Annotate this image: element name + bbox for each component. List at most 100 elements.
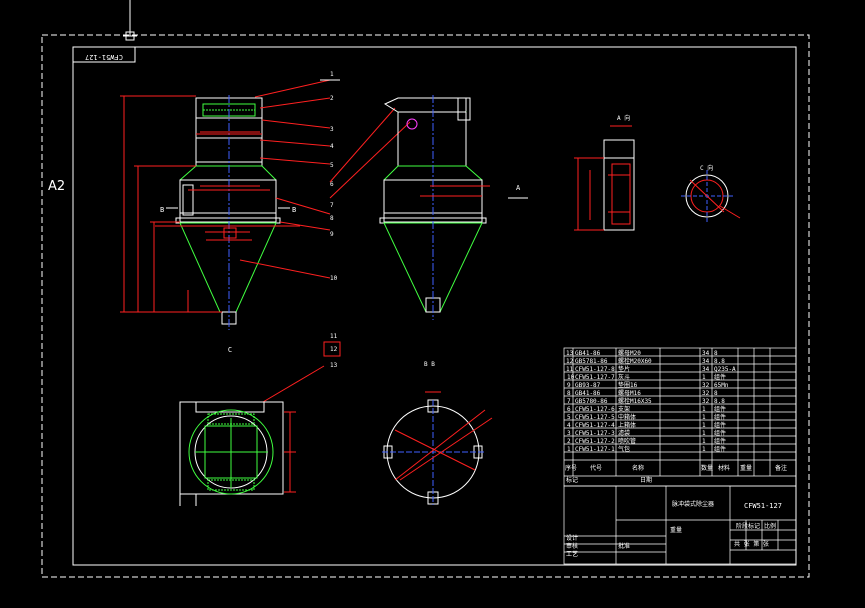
svg-text:组件: 组件 — [714, 421, 726, 429]
svg-text:组件: 组件 — [714, 413, 726, 421]
svg-text:11: 11 — [566, 366, 574, 373]
svg-text:螺栓: 螺栓 — [618, 357, 630, 365]
svg-text:中箱体: 中箱体 — [618, 413, 636, 421]
svg-text:组件: 组件 — [714, 373, 726, 381]
svg-text:螺栓: 螺栓 — [618, 397, 630, 405]
svg-text:M16X35: M16X35 — [630, 398, 652, 405]
svg-text:组件: 组件 — [714, 437, 726, 445]
svg-text:A 向: A 向 — [617, 114, 630, 122]
svg-text:M20X60: M20X60 — [630, 358, 652, 365]
svg-text:32: 32 — [702, 390, 710, 397]
svg-text:CFW51-127-6: CFW51-127-6 — [575, 406, 615, 413]
svg-text:螺母: 螺母 — [618, 349, 630, 357]
svg-text:GB5781-86: GB5781-86 — [575, 358, 608, 365]
svg-text:13: 13 — [566, 350, 574, 357]
item-boxes — [262, 341, 341, 403]
view-c-detail: C 向 — [681, 164, 741, 222]
sheet-size-label: A2 — [48, 179, 65, 194]
bom-table — [563, 347, 797, 487]
svg-text:M16: M16 — [630, 390, 641, 397]
svg-text:8: 8 — [714, 350, 718, 357]
section-b-left: B — [160, 206, 164, 214]
svg-text:Q235-A: Q235-A — [714, 366, 736, 373]
svg-text:CFW51-127-5: CFW51-127-5 — [575, 414, 615, 421]
svg-text:M20: M20 — [630, 350, 641, 357]
title-block — [563, 485, 797, 565]
svg-text:4: 4 — [567, 422, 571, 429]
front-view: B B C — [120, 95, 300, 354]
svg-text:CFW51-127-8: CFW51-127-8 — [575, 366, 615, 373]
inner-frame — [72, 46, 797, 566]
svg-text:工艺: 工艺 — [566, 550, 578, 558]
svg-text:CFW51-127-4: CFW51-127-4 — [575, 422, 615, 429]
svg-text:审核: 审核 — [566, 542, 578, 550]
svg-text:32: 32 — [702, 398, 710, 405]
svg-text:比例: 比例 — [764, 522, 776, 530]
svg-text:5: 5 — [567, 414, 571, 421]
svg-text:13: 13 — [330, 362, 338, 369]
svg-text:名称: 名称 — [632, 464, 644, 472]
item-number-list: 1 2 3 4 5 6 7 8 9 10 11 12 13 — [330, 71, 338, 369]
svg-text:材料: 材料 — [718, 464, 730, 472]
svg-text:组件: 组件 — [714, 405, 726, 413]
svg-text:GB41-86: GB41-86 — [575, 350, 601, 357]
svg-text:阶段标记: 阶段标记 — [736, 522, 760, 530]
svg-text:共 张 第 张: 共 张 第 张 — [734, 540, 769, 548]
svg-text:1: 1 — [330, 71, 334, 78]
svg-text:垫片: 垫片 — [618, 365, 630, 373]
svg-text:8: 8 — [567, 390, 571, 397]
svg-text:1: 1 — [702, 406, 706, 413]
svg-text:65Mn: 65Mn — [714, 382, 729, 389]
title-block-text: 脉冲袋式除尘器 CFW51-127 重量 设计 审核 工艺 批准 阶段标记 比例… — [566, 476, 782, 558]
drawing-title: 脉冲袋式除尘器 — [672, 500, 714, 508]
svg-text:喷吹管: 喷吹管 — [618, 437, 636, 445]
svg-text:1: 1 — [702, 414, 706, 421]
svg-text:GB93-87: GB93-87 — [575, 382, 601, 389]
svg-text:代号: 代号 — [590, 464, 602, 472]
rotated-dwg-box — [72, 46, 136, 63]
section-c-view — [179, 401, 296, 506]
svg-text:批准: 批准 — [618, 542, 630, 550]
svg-text:3: 3 — [567, 430, 571, 437]
svg-text:数量: 数量 — [701, 464, 713, 472]
section-b-right: B — [292, 206, 296, 214]
svg-text:标记: 标记 — [566, 476, 578, 484]
svg-text:12: 12 — [330, 346, 338, 353]
svg-text:6: 6 — [330, 181, 334, 188]
svg-text:备注: 备注 — [775, 464, 787, 472]
svg-text:11: 11 — [330, 333, 338, 340]
svg-text:螺母: 螺母 — [618, 389, 630, 397]
svg-text:5: 5 — [330, 162, 334, 169]
svg-text:GB5780-86: GB5780-86 — [575, 398, 608, 405]
svg-text:9: 9 — [567, 382, 571, 389]
svg-text:1: 1 — [702, 422, 706, 429]
svg-text:B B: B B — [424, 361, 435, 368]
svg-text:2: 2 — [330, 95, 334, 102]
svg-text:上箱体: 上箱体 — [618, 421, 636, 429]
svg-text:CFW51-127-3: CFW51-127-3 — [575, 430, 615, 437]
svg-text:8.8: 8.8 — [714, 398, 725, 405]
svg-text:1: 1 — [702, 446, 706, 453]
svg-text:8.8: 8.8 — [714, 358, 725, 365]
svg-text:C 向: C 向 — [700, 164, 713, 172]
svg-text:12: 12 — [566, 358, 574, 365]
svg-text:灰斗: 灰斗 — [618, 373, 630, 381]
svg-text:34: 34 — [702, 366, 710, 373]
svg-text:32: 32 — [702, 382, 710, 389]
svg-text:CFW51-127-1: CFW51-127-1 — [575, 446, 615, 453]
svg-text:重量: 重量 — [670, 526, 682, 534]
svg-text:CFW51-127-7: CFW51-127-7 — [575, 374, 615, 381]
svg-text:垫圈: 垫圈 — [618, 381, 630, 389]
